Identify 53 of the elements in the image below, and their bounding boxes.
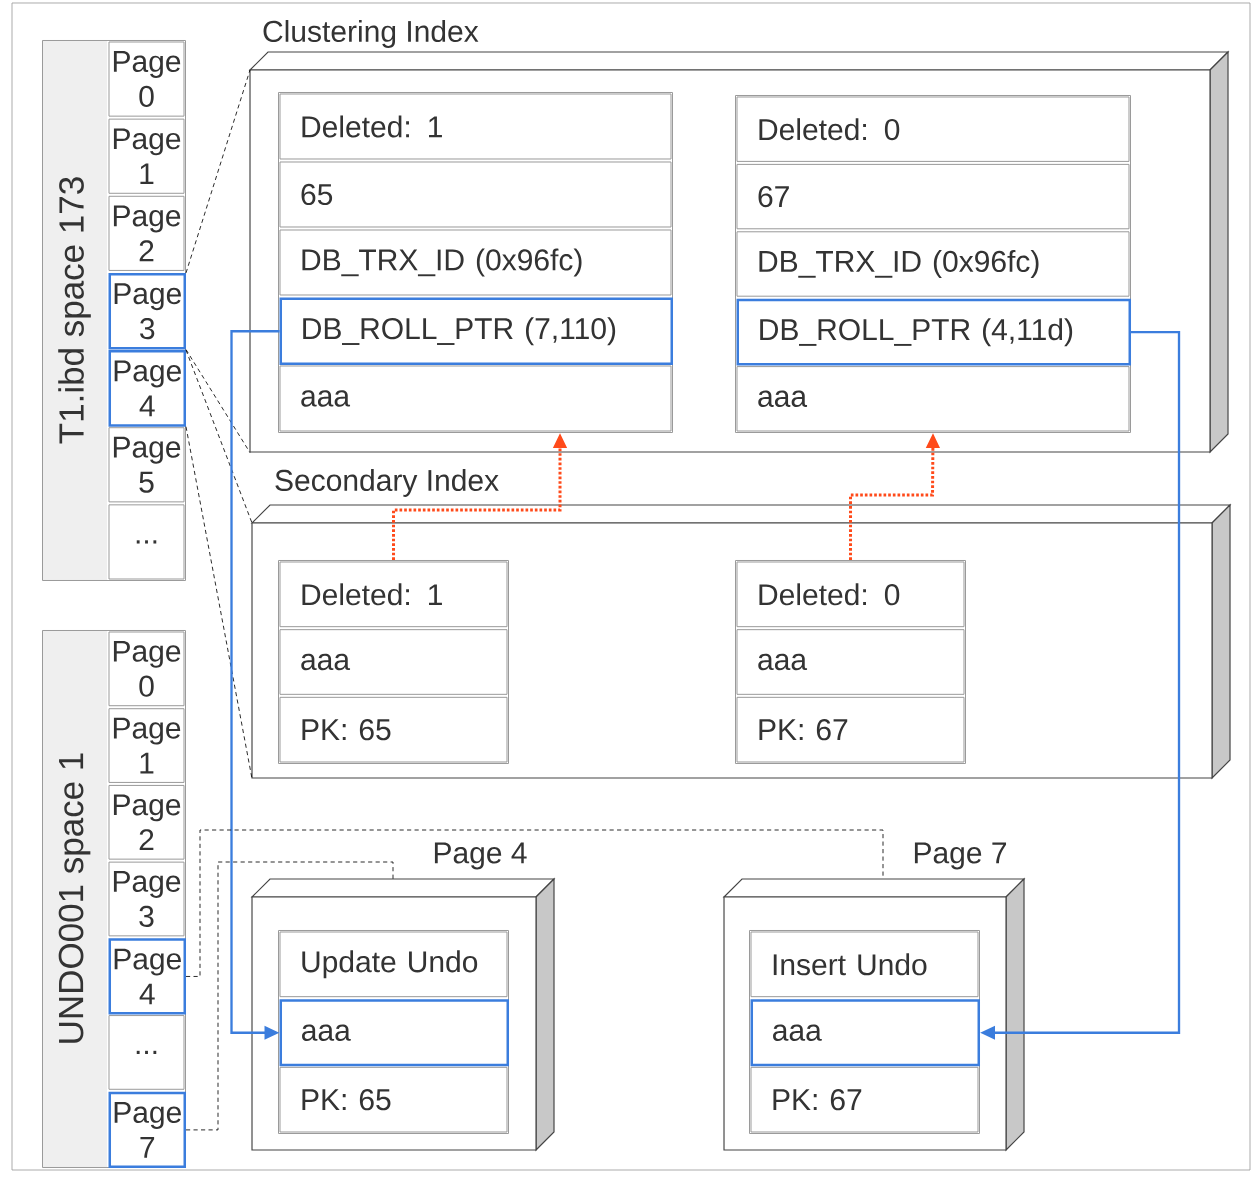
table-row: PK: 65: [279, 696, 508, 763]
page-cell: Page 0: [108, 631, 185, 707]
table-row: aaa: [736, 629, 965, 695]
table-row: DB_TRX_ID (0x96fc): [279, 229, 672, 296]
table-row: PK: 67: [750, 1066, 979, 1133]
dashed-line: [185, 349, 251, 454]
table-row: DB_TRX_ID (0x96fc): [736, 231, 1130, 297]
box-heading: Secondary Index: [275, 469, 499, 497]
table-row: Deleted: 0: [736, 96, 1130, 162]
record-box: [278, 930, 509, 1134]
box-heading: Clustering Index: [263, 20, 479, 48]
record-box: [278, 92, 673, 433]
page-cell: Page 4: [108, 350, 186, 427]
dashed-line: [185, 69, 251, 274]
box-heading: Page 4: [434, 842, 527, 870]
table-row: Deleted: 0: [736, 561, 965, 628]
table-row: 67: [736, 163, 1130, 230]
page-cell: Page 5: [108, 427, 185, 503]
dashed-line: [185, 426, 253, 780]
page-cell: ...: [108, 1015, 185, 1090]
page-cell: ...: [108, 504, 185, 580]
table-row: DB_ROLL_PTR (7,110): [279, 297, 673, 365]
record-box: [278, 560, 509, 764]
page-cell: Page 0: [108, 41, 185, 117]
table-row: PK: 65: [279, 1066, 508, 1133]
table-row: aaa: [750, 999, 980, 1067]
page-cell: Page 2: [108, 784, 185, 860]
record-box: [735, 560, 966, 764]
table-row: Insert Undo: [750, 931, 979, 998]
table-row: PK: 67: [736, 696, 965, 763]
page-cell: Page 1: [108, 118, 185, 194]
table-row: DB_ROLL_PTR (4,11d): [736, 298, 1131, 366]
table-row: aaa: [279, 999, 509, 1067]
record-box: [735, 95, 1131, 433]
table-row: Deleted: 1: [279, 93, 672, 160]
dashed-line: [185, 829, 884, 977]
record-box: [749, 930, 980, 1134]
page-cell: Page 7: [108, 1091, 186, 1168]
page-cell: Page 2: [108, 195, 185, 271]
table-row: aaa: [279, 365, 672, 432]
box-heading: Page 7: [914, 842, 1006, 870]
page-cell: Page 3: [108, 272, 186, 350]
table-row: aaa: [736, 366, 1130, 432]
table-row: aaa: [279, 629, 508, 695]
page-cell: Page 3: [108, 861, 185, 937]
arrow: [230, 330, 280, 1040]
page-cell: Page 1: [108, 708, 185, 783]
page-cell: Page 4: [108, 938, 186, 1015]
dashed-line: [185, 349, 253, 524]
table-row: Deleted: 1: [279, 561, 508, 628]
dashed-line: [185, 861, 394, 1131]
table-row: 65: [279, 161, 672, 228]
table-row: Update Undo: [279, 931, 508, 998]
